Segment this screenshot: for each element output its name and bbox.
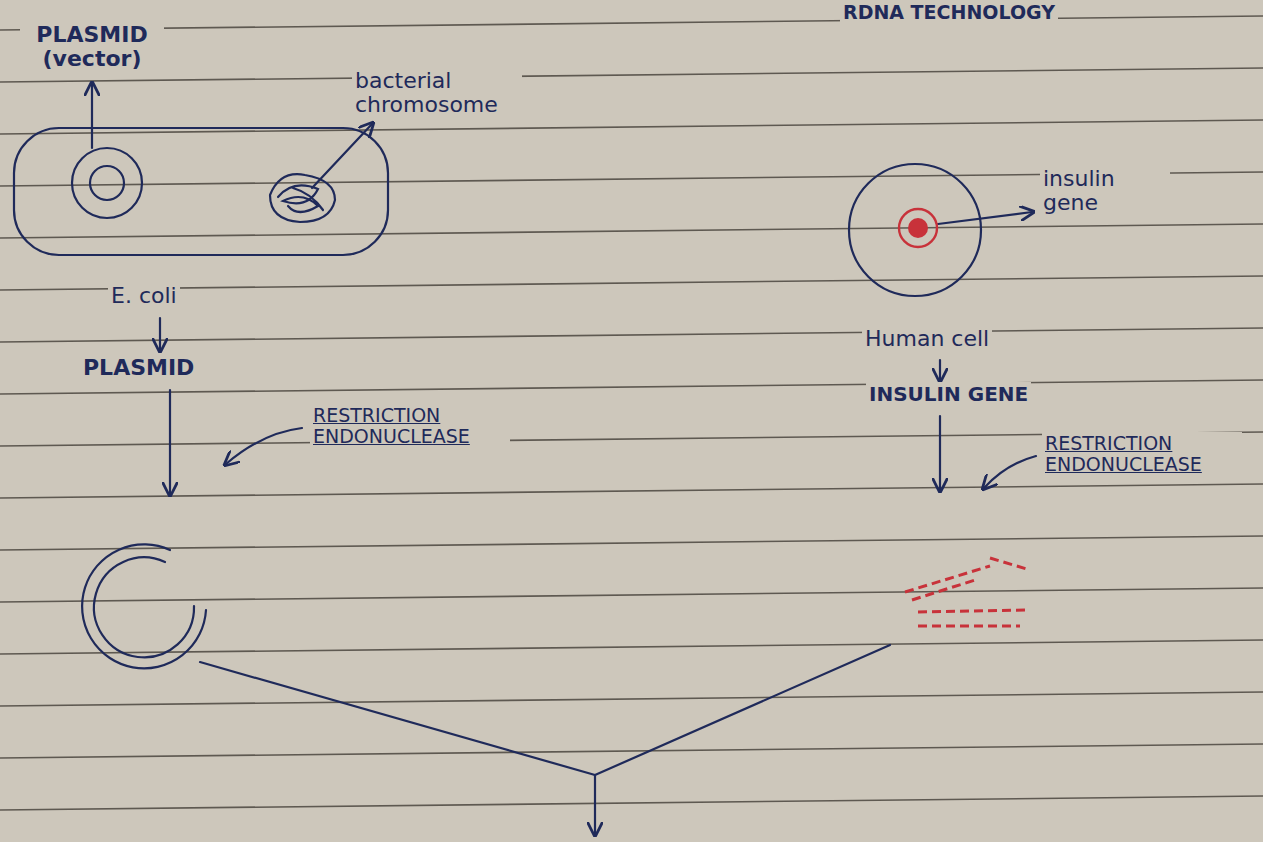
leader-arrow [91, 84, 93, 148]
join-line [595, 645, 890, 775]
vector-label: PLASMID (vector) [20, 22, 164, 72]
cut-plasmid [82, 544, 206, 668]
cell-label: Human cell [862, 326, 992, 352]
flow-arrow [939, 360, 941, 380]
flow-arrow [594, 775, 596, 834]
chromosome-label: bacterial chromosome [352, 68, 522, 118]
step-label: PLASMID [80, 355, 197, 381]
enzyme-label: RESTRICTION ENDONUCLEASE [310, 404, 510, 448]
ruled-lines [0, 16, 1263, 810]
plasmid-ring [72, 148, 142, 218]
ecoli-cell [14, 128, 388, 255]
insulin-gene-fragments [905, 558, 1030, 626]
step-label: INSULIN GENE [866, 382, 1031, 406]
bacterial-chromosome [270, 174, 335, 222]
human-cell [849, 164, 981, 296]
nucleus [899, 209, 937, 247]
flow-arrow [939, 416, 941, 490]
organism-label: E. coli [108, 283, 180, 309]
flow-arrow [159, 318, 161, 350]
gene-label: insulin gene [1040, 166, 1170, 216]
flow-arrow [169, 390, 171, 494]
enzyme-arrow [226, 428, 302, 464]
cut-plasmid-inner [94, 557, 194, 657]
enzyme-arrow [984, 456, 1036, 488]
leader-arrow [938, 212, 1032, 224]
leader-arrow [312, 124, 372, 188]
plasmid-ring-inner [90, 166, 124, 200]
page-title: RDNA TECHNOLOGY [840, 1, 1058, 24]
enzyme-label: RESTRICTION ENDONUCLEASE [1042, 432, 1242, 476]
join-line [200, 662, 595, 775]
